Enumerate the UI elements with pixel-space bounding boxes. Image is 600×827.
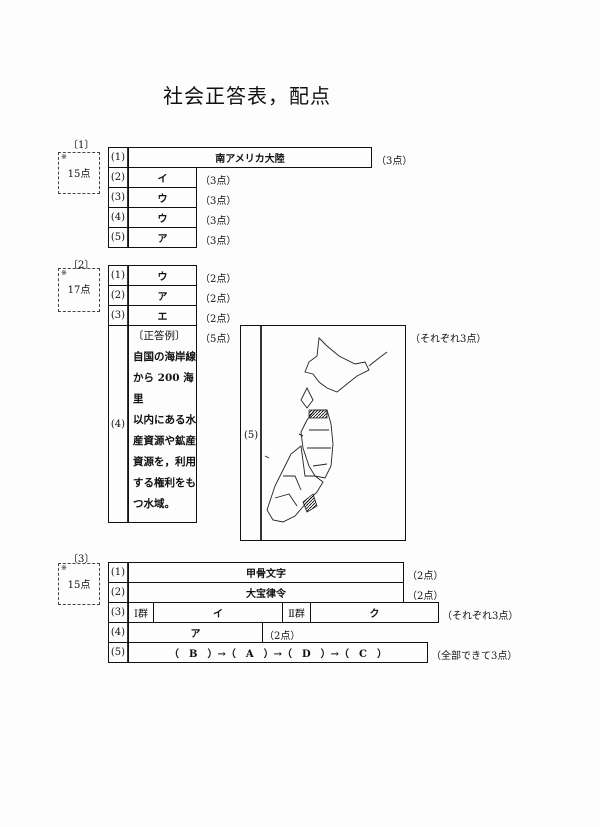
answer-cell: ア	[128, 227, 197, 248]
section-1-score-box: ※15点	[58, 152, 100, 194]
score: 17点	[67, 285, 91, 296]
answer-cell: （ B ）→（ A ）→（ D ）→（ C ）	[128, 642, 428, 663]
answer-cell: イ	[128, 167, 197, 188]
q-number: (5)	[108, 642, 129, 663]
answer-cell: ア	[128, 285, 197, 306]
points: （5点）	[200, 334, 237, 345]
divider	[260, 326, 262, 540]
q-number: (4)	[108, 325, 129, 523]
mark: ※	[61, 269, 67, 277]
q-number: (3)	[108, 305, 129, 326]
points: （全部できて3点）	[431, 651, 518, 662]
points: （2点）	[264, 631, 301, 642]
q-number: (1)	[108, 562, 129, 583]
answer-cell: ウ	[128, 207, 197, 228]
answer-cell: 南アメリカ大陸	[128, 147, 372, 168]
answer-cell: ク	[310, 602, 439, 623]
answer-cell: ウ	[128, 265, 197, 286]
q-number: (3)	[108, 187, 129, 208]
points: （それぞれ3点）	[442, 611, 519, 622]
mark: ※	[61, 564, 67, 572]
mark: ※	[61, 153, 67, 161]
essay-line: から 200 海里	[133, 372, 194, 405]
section-3-score-box: ※15点	[58, 563, 100, 605]
japan-map-icon	[264, 337, 388, 523]
essay-line: 以内にある水	[133, 414, 196, 426]
answer-cell: イ	[153, 602, 283, 623]
points: （2点）	[200, 294, 237, 305]
q-number: (5)	[108, 227, 129, 248]
points: （それぞれ3点）	[410, 334, 487, 345]
page-title: 社会正答表，配点	[163, 84, 331, 108]
points: （3点）	[376, 156, 413, 167]
essay-line: 産資源や鉱産	[133, 435, 196, 447]
answer-cell: 甲骨文字	[128, 562, 404, 583]
map-answer-box: (5)	[240, 325, 406, 541]
section-1-label: 〔1〕	[68, 140, 95, 151]
essay-line: 資源を，利用	[133, 456, 196, 468]
essay-line: する権利をも	[133, 477, 196, 489]
q-number: (4)	[108, 622, 129, 643]
q-number: (2)	[108, 582, 129, 603]
essay-line: つ水域。	[133, 498, 175, 510]
essay-line: 〔正答例〕	[133, 330, 186, 342]
q-number: (1)	[108, 265, 129, 286]
q-number: (1)	[108, 147, 129, 168]
answer-cell: エ	[128, 305, 197, 326]
points: （2点）	[407, 591, 444, 602]
q-number: (2)	[108, 167, 129, 188]
section-3-label: 〔3〕	[68, 554, 95, 565]
points: （3点）	[200, 196, 237, 207]
score: 15点	[67, 169, 91, 180]
section-2-label: 〔2〕	[68, 260, 95, 271]
essay-answer: 〔正答例〕 自国の海岸線 から 200 海里 以内にある水 産資源や鉱産 資源を…	[129, 326, 196, 515]
group-2-label: Ⅱ群	[282, 602, 311, 623]
points: （3点）	[200, 176, 237, 187]
q-number: (2)	[108, 285, 129, 306]
points: （2点）	[200, 274, 237, 285]
points: （2点）	[200, 314, 237, 325]
answer-cell: ウ	[128, 187, 197, 208]
score: 15点	[67, 580, 91, 591]
answer-cell-essay: 〔正答例〕 自国の海岸線 から 200 海里 以内にある水 産資源や鉱産 資源を…	[128, 325, 197, 523]
section-2-score-box: ※17点	[58, 268, 100, 312]
points: （3点）	[200, 216, 237, 227]
essay-line: 自国の海岸線	[133, 351, 196, 363]
points: （2点）	[407, 571, 444, 582]
q-number: (3)	[108, 602, 129, 623]
answer-cell: 大宝律令	[128, 582, 404, 603]
answer-cell: ア	[128, 622, 263, 643]
q-number: (5)	[244, 430, 259, 441]
points: （3点）	[200, 236, 237, 247]
group-1-label: Ⅰ群	[128, 602, 154, 623]
q-number: (4)	[108, 207, 129, 228]
